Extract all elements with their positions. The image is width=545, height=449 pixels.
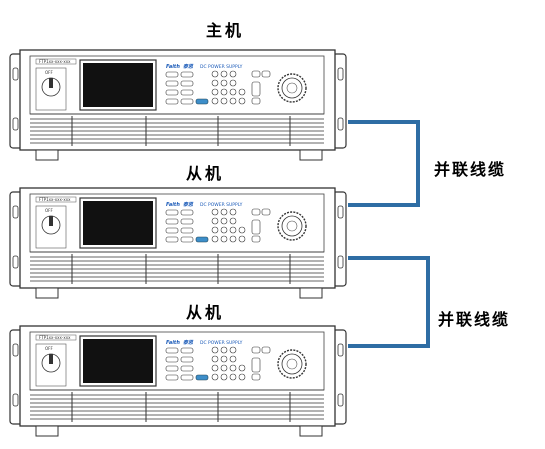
brand-logo: Faith bbox=[166, 340, 180, 346]
switch-off-label: OFF bbox=[45, 346, 53, 351]
cable-label-1: 并联线缆 bbox=[434, 160, 506, 179]
brand-logo-cn: 泰思 bbox=[183, 63, 194, 70]
switch-off-label: OFF bbox=[45, 70, 53, 75]
model-label: FTP1xx-xxx-xxx bbox=[39, 59, 71, 64]
brand-logo-cn: 泰思 bbox=[183, 339, 194, 346]
switch-off-label: OFF bbox=[45, 208, 53, 213]
model-label: FTP1xx-xxx-xxx bbox=[39, 335, 71, 340]
panel-title: DC POWER SUPPLY bbox=[200, 202, 243, 208]
slave-power-supply-2: FTP1xx-xxx-xxx OFF Faith 泰思 DC POWER SUP… bbox=[9, 325, 347, 437]
slave-power-supply-1: FTP1xx-xxx-xxx OFF Faith 泰思 DC POWER SUP… bbox=[9, 187, 347, 299]
slave-label-2: 从机 bbox=[186, 303, 224, 322]
brand-logo-cn: 泰思 bbox=[183, 201, 194, 208]
model-label: FTP1xx-xxx-xxx bbox=[39, 197, 71, 202]
master-label: 主机 bbox=[206, 21, 244, 40]
parallel-cable-2 bbox=[348, 256, 430, 348]
panel-title: DC POWER SUPPLY bbox=[200, 64, 243, 70]
master-power-supply: FTP1xx-xxx-xxx OFF Faith 泰思 DC POWER SUP… bbox=[9, 49, 347, 161]
brand-logo: Faith bbox=[166, 202, 180, 208]
parallel-cable-1 bbox=[348, 120, 420, 207]
cable-label-2: 并联线缆 bbox=[438, 310, 510, 329]
panel-title: DC POWER SUPPLY bbox=[200, 340, 243, 346]
brand-logo: Faith bbox=[166, 64, 180, 70]
slave-label-1: 从机 bbox=[186, 164, 224, 183]
